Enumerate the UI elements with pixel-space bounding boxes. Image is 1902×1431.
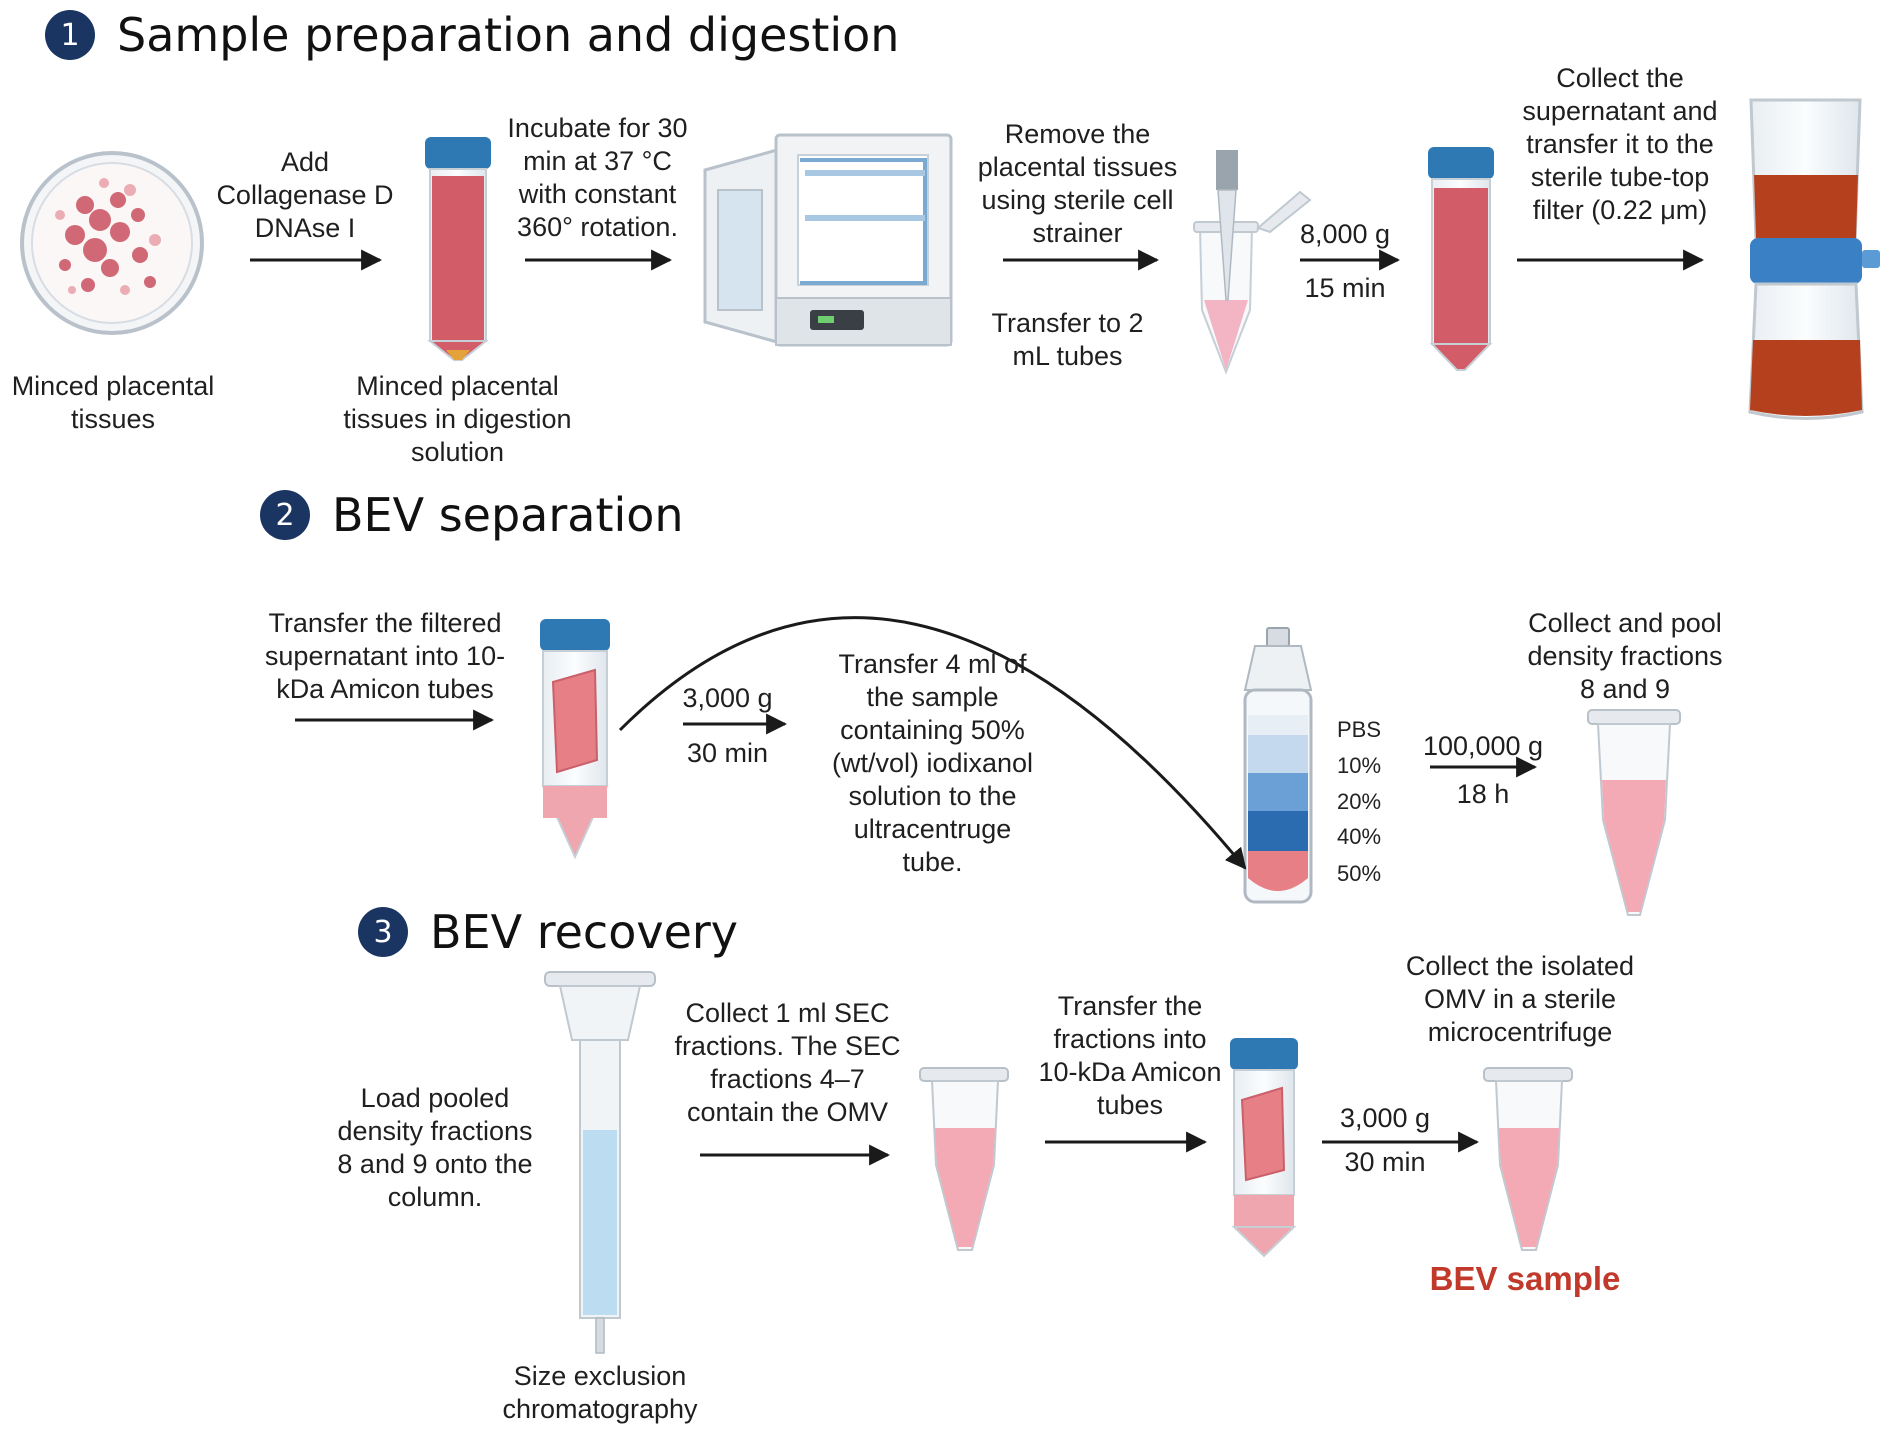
layer-label-pbs: PBS: [1337, 717, 1382, 742]
label-spin-g-3: 3,000 g: [1339, 1103, 1431, 1133]
layer-label-10: 10%: [1337, 753, 1382, 778]
section-1-heading: 1 Sample preparation and digestion: [45, 8, 899, 62]
amicon-tube-icon: [540, 619, 610, 860]
label-spin-time-1: 15 min: [1304, 273, 1386, 303]
label-spin-g-2: 3,000 g: [682, 683, 773, 713]
flow-arrows-3: [700, 1131, 1480, 1166]
incubator-icon: [703, 133, 953, 347]
petri-dish-icon: [20, 151, 204, 335]
layer-label-20: 20%: [1337, 789, 1382, 814]
centrifuge-tube-icon: [1428, 147, 1494, 371]
label-spin-time-3: 30 min: [1344, 1147, 1426, 1177]
section-2-title: BEV separation: [332, 488, 684, 542]
layer-label-40: 40%: [1337, 824, 1382, 849]
layer-label-50: 50%: [1337, 861, 1382, 886]
section-2-heading: 2 BEV separation: [260, 488, 684, 542]
label-ultra-g: 100,000 g: [1422, 731, 1544, 761]
sec-column-icon: [544, 971, 656, 1354]
section-3-heading: 3 BEV recovery: [358, 905, 738, 959]
sec-fraction-tube-icon: [919, 1067, 1009, 1251]
section-3-title: BEV recovery: [430, 905, 739, 959]
step-badge-1: 1: [45, 10, 95, 60]
ultracentrifuge-tube-icon: [1243, 627, 1313, 904]
label-spin-time-2: 30 min: [686, 738, 769, 768]
tube-top-filter-icon: [1748, 98, 1880, 420]
section-1-title: Sample preparation and digestion: [117, 8, 900, 62]
cell-strainer-tube-icon: [1193, 150, 1312, 375]
bev-sample-tube-icon: [1483, 1067, 1573, 1251]
collection-tube-icon-2: [1587, 709, 1681, 916]
label-bev-sample: BEV sample: [1429, 1260, 1621, 1297]
digestion-tube-icon: [425, 137, 491, 361]
step-badge-3: 3: [358, 907, 408, 957]
flow-arrows-2: [295, 616, 1538, 870]
label-ultra-time: 18 h: [1456, 779, 1510, 809]
amicon-tube-icon-3: [1230, 1038, 1298, 1258]
step-badge-2: 2: [260, 490, 310, 540]
label-spin-g-1: 8,000 g: [1299, 219, 1391, 249]
